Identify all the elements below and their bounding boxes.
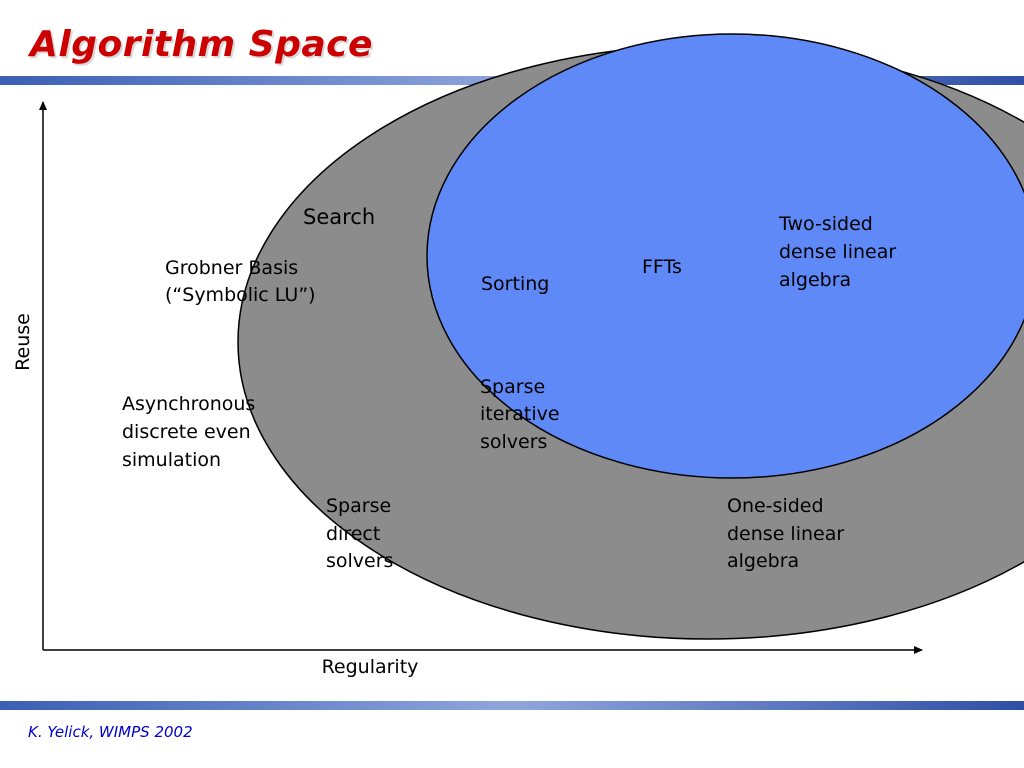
item-sorting: Sorting (481, 273, 549, 295)
item-asynchronous-discrete-event-simulation: Asynchronous discrete even simulation (122, 393, 261, 471)
x-axis-label: Regularity (322, 656, 419, 678)
slide-title: Algorithm Space (30, 24, 373, 65)
item-search: Search (303, 205, 375, 229)
inner-ellipse (426, 33, 1024, 479)
item-grobner-basis: Grobner Basis (“Symbolic LU”) (165, 257, 316, 306)
item-two-sided-dense-linear-algebra: Two-sided dense linear algebra (778, 213, 902, 291)
footer-divider (0, 701, 1024, 710)
item-sparse-iterative-solvers: Sparse iterative solvers (480, 376, 566, 453)
item-ffts: FFTs (642, 256, 682, 278)
algorithm-space-diagram: Reuse Regularity Search Grobner Basis (“… (12, 33, 1024, 678)
footer-credit: K. Yelick, WIMPS 2002 (28, 723, 193, 741)
item-sparse-direct-solvers: Sparse direct solvers (326, 495, 397, 572)
y-axis-label: Reuse (12, 313, 34, 371)
item-one-sided-dense-linear-algebra: One-sided dense linear algebra (727, 495, 850, 572)
